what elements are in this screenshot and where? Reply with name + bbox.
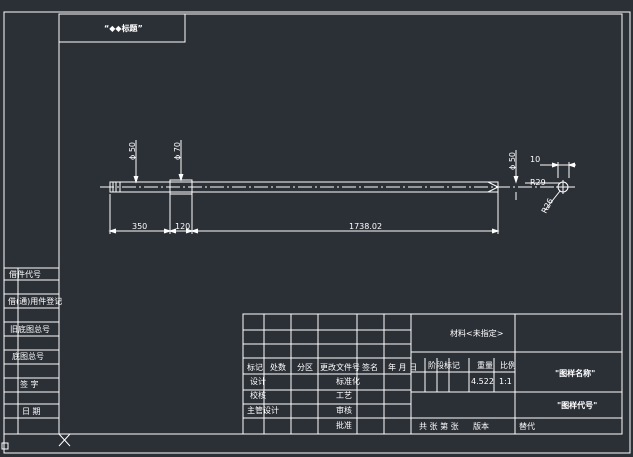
- top-left-box: [58, 13, 186, 43]
- scale-label: 比例: [500, 360, 516, 370]
- role-standard: 标准化: [336, 376, 360, 386]
- dim-dia-right: ϕ 50: [508, 152, 517, 170]
- strip-label-4: 底图总号: [12, 351, 44, 361]
- weight-label: 重量: [477, 360, 493, 370]
- hdr-mark: 标记: [247, 362, 263, 372]
- role-lead-design: 主管设计: [247, 405, 279, 415]
- material-label: 材料<未指定>: [450, 328, 503, 338]
- sheets-label: 共 张 第 张: [419, 421, 459, 431]
- role-process: 工艺: [336, 391, 352, 400]
- dim-radius-a: R29: [530, 178, 546, 187]
- role-design: 设计: [250, 376, 266, 386]
- role-review: 审核: [336, 405, 352, 415]
- hdr-count: 处数: [270, 362, 286, 372]
- dim-length-3: 1738.02: [349, 222, 382, 231]
- top-box-title: “◆◆标题”: [104, 23, 143, 33]
- role-check: 校核: [250, 390, 266, 400]
- dim-dia-left: ϕ 50: [128, 142, 137, 160]
- drawing-name: "图样名称": [555, 368, 595, 378]
- dim-detail-width: 10: [530, 155, 540, 164]
- outer-border: [3, 11, 631, 454]
- role-approve: 批准: [336, 420, 352, 430]
- weight-value: 4.522: [471, 377, 494, 386]
- strip-label-6: 日 期: [22, 407, 41, 416]
- strip-label-5: 签 字: [20, 379, 39, 389]
- hdr-change-doc: 更改文件号: [320, 362, 360, 372]
- scale-value: 1:1: [499, 377, 512, 386]
- stage-mark-label: 阶段标记: [428, 360, 460, 370]
- dim-dia-mid: ϕ 70: [173, 142, 182, 160]
- dim-length-1: 350: [132, 222, 147, 231]
- strip-label-2: 借(通)用件登记: [8, 296, 62, 306]
- hdr-sign: 签名: [362, 362, 378, 372]
- replaces-label: 替代: [519, 421, 535, 431]
- dim-length-2: 120: [175, 222, 190, 231]
- hdr-date: 年 月 日: [388, 362, 417, 372]
- hdr-zone: 分区: [297, 363, 313, 372]
- version-label: 版本: [473, 421, 489, 431]
- strip-label-3: 旧底图总号: [10, 324, 50, 334]
- drawing-code: "图样代号": [557, 400, 597, 410]
- strip-label-1: 借件代号: [9, 269, 41, 279]
